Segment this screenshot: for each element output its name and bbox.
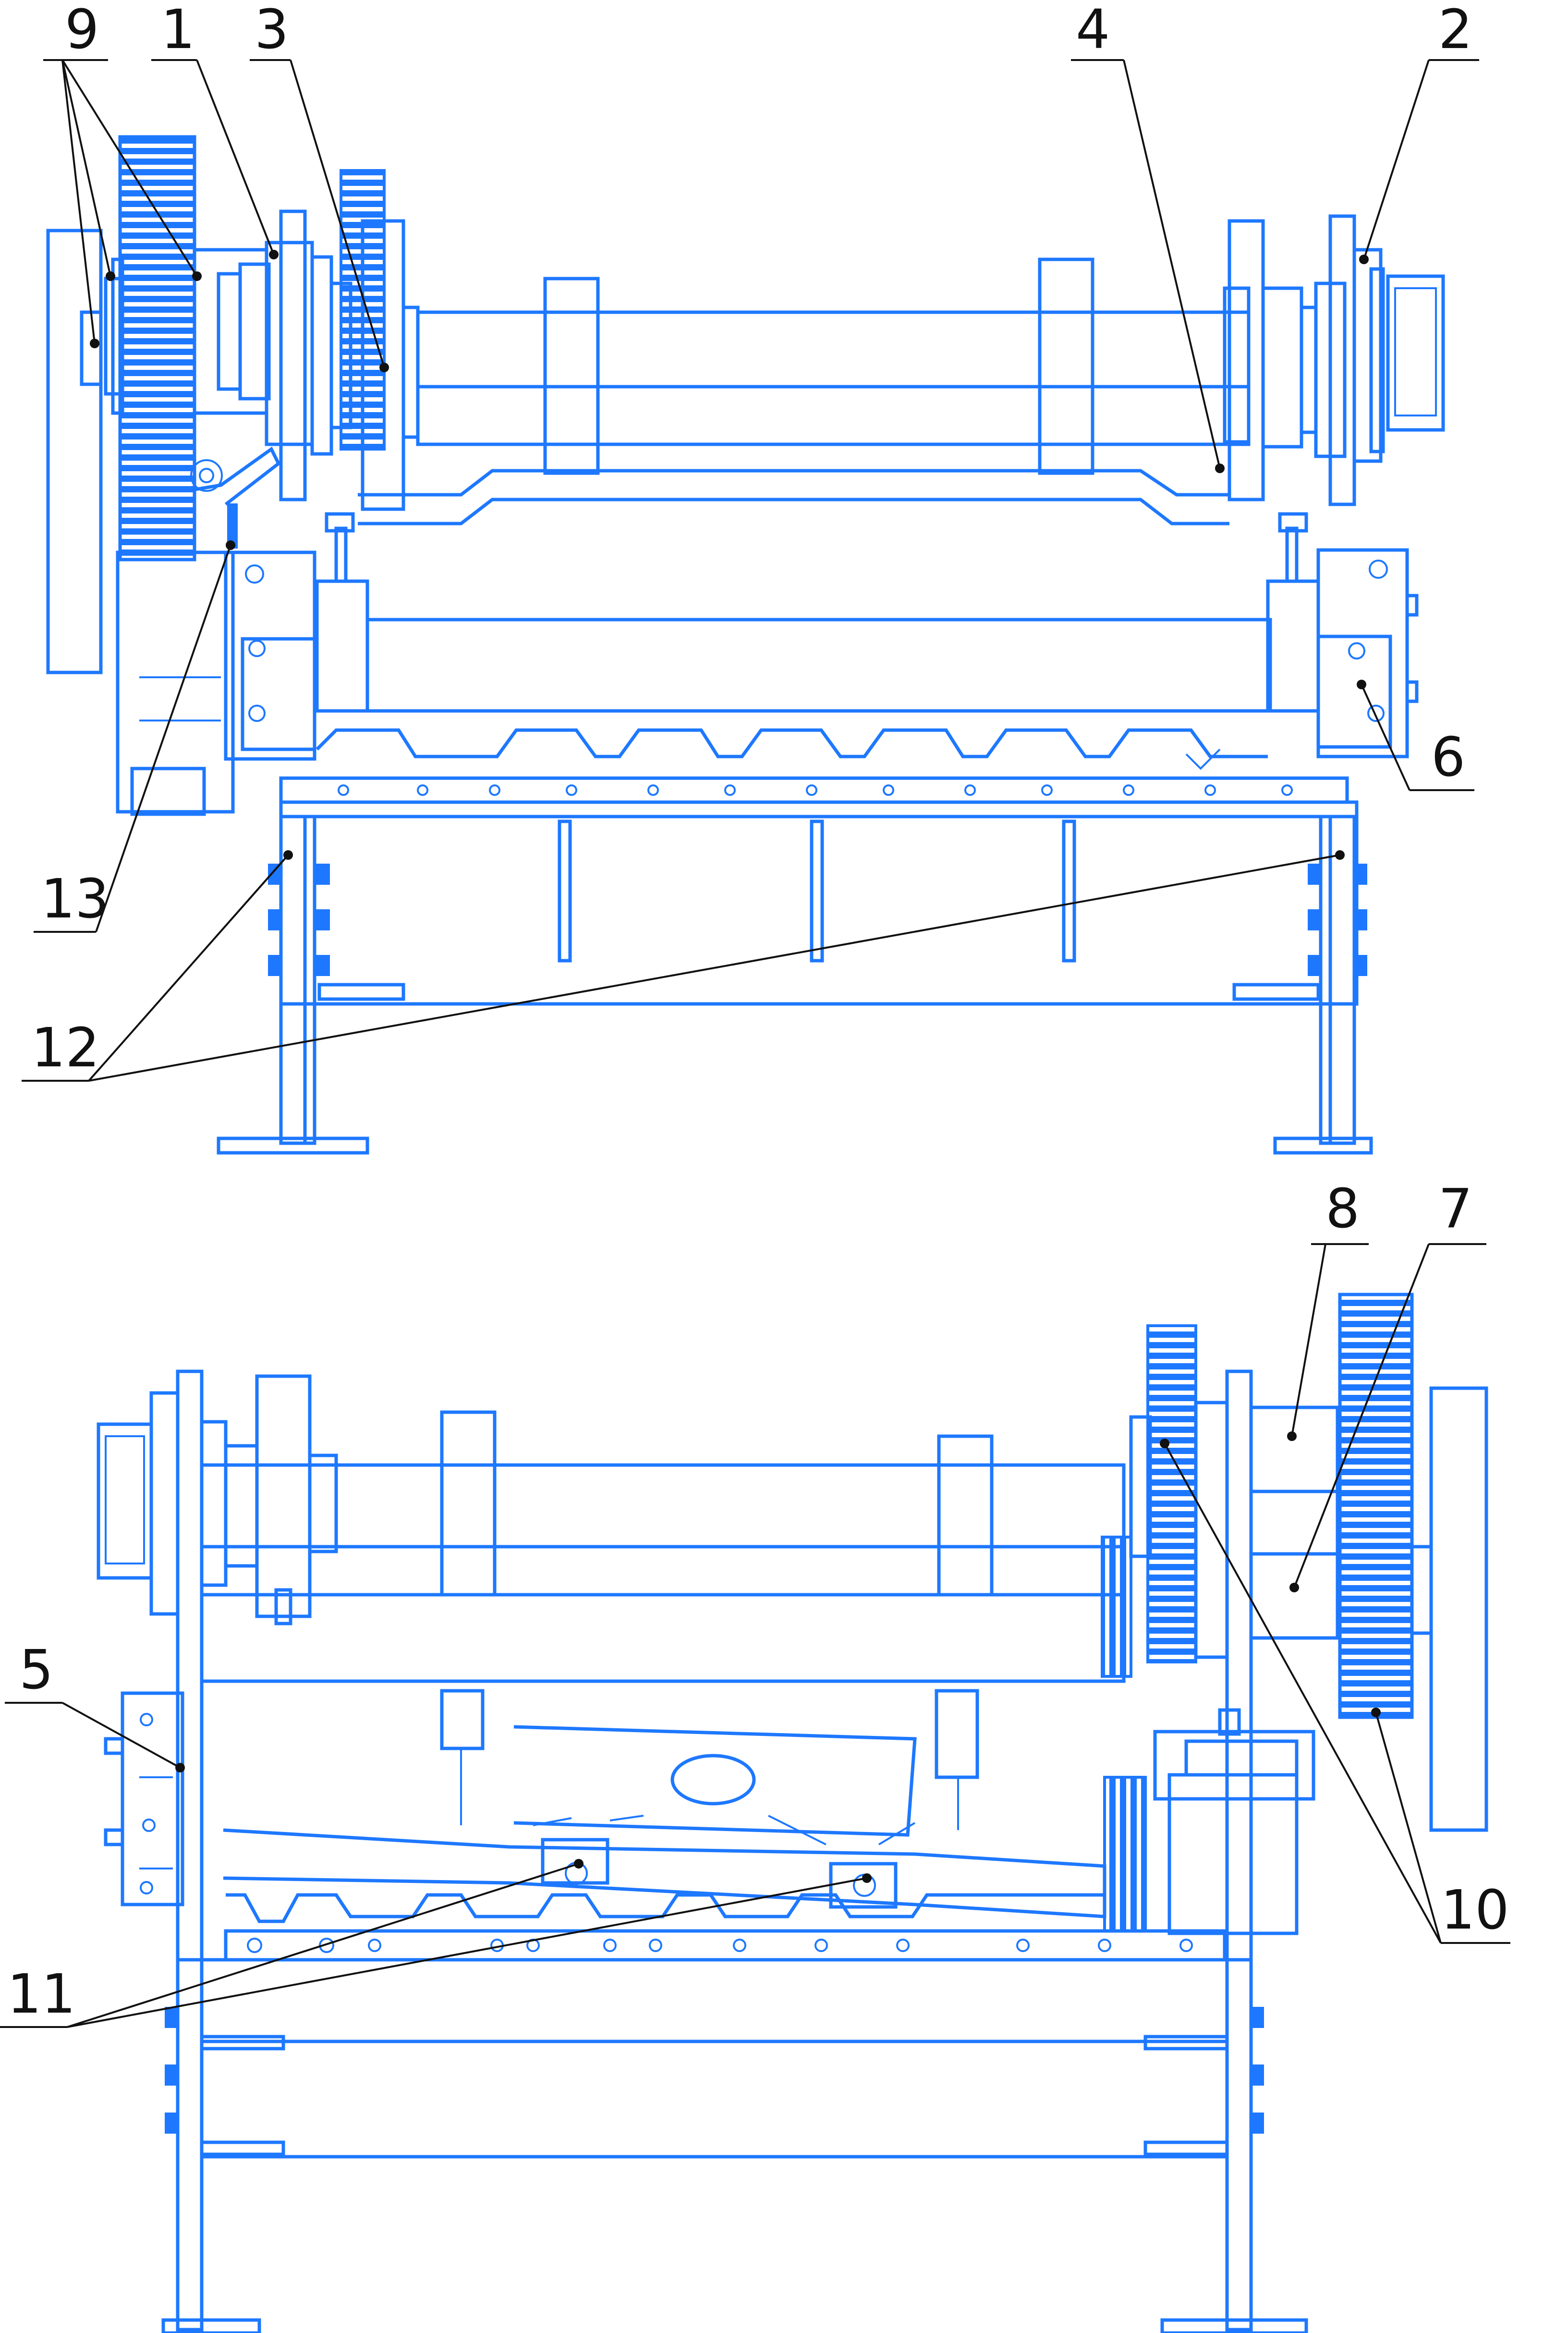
rear-right-side-plate — [1225, 1369, 1253, 2333]
front-right-leg — [1328, 815, 1356, 1145]
callout-5: 5 — [19, 1639, 53, 1701]
left-lower-housing — [116, 550, 235, 814]
large-rear-gear — [1338, 1293, 1414, 1719]
callout-11: 11 — [7, 1963, 76, 2026]
callout-12: 12 — [31, 1017, 100, 1079]
rear-right-motor-housing — [1429, 1386, 1488, 1832]
right-motor — [1386, 274, 1445, 432]
rear-main-shaft — [200, 1463, 1126, 1549]
left-side-frame-plate — [279, 209, 307, 501]
callout-3: 3 — [255, 0, 289, 61]
callout-10: 10 — [1441, 1879, 1509, 1942]
callout-4: 4 — [1076, 0, 1110, 61]
callout-8: 8 — [1325, 1178, 1360, 1240]
callout-9: 9 — [65, 0, 99, 61]
callout-1: 1 — [161, 0, 195, 61]
right-side-frame-plate — [1328, 214, 1356, 506]
rear-table-frame — [200, 1958, 1229, 2159]
rear-knife-beam — [513, 1725, 917, 1837]
rear-callouts: 8 7 5 10 11 — [0, 1178, 1510, 2028]
front-left-leg — [279, 815, 307, 1145]
upper-crossbeam — [358, 469, 1229, 497]
lower-knife-bar — [279, 776, 1349, 804]
callout-6: 6 — [1431, 726, 1465, 789]
left-motor-housing — [46, 229, 103, 674]
trapezoid-profile — [316, 728, 1268, 758]
upper-knife-beam — [365, 618, 1272, 713]
callout-13: 13 — [41, 868, 109, 930]
front-callouts: 9 1 3 4 2 6 13 — [22, 0, 1479, 1082]
flywheel-gear — [118, 135, 196, 562]
table-frame — [279, 815, 1359, 1006]
rear-lower-knife-bar — [224, 1929, 1227, 1962]
main-shaft — [416, 310, 1251, 389]
front-view — [46, 135, 1445, 1155]
rear-drive-gear — [1146, 1324, 1197, 1663]
left-lower-housing-foot — [130, 767, 206, 816]
rear-view — [97, 1293, 1488, 2333]
upper-pulley — [1101, 1536, 1132, 1678]
callout-7: 7 — [1438, 1178, 1472, 1240]
rear-left-hanger — [121, 1691, 184, 1906]
callout-2: 2 — [1438, 0, 1472, 61]
lower-pulley — [1103, 1776, 1147, 1932]
left-motor-cap — [80, 310, 103, 386]
